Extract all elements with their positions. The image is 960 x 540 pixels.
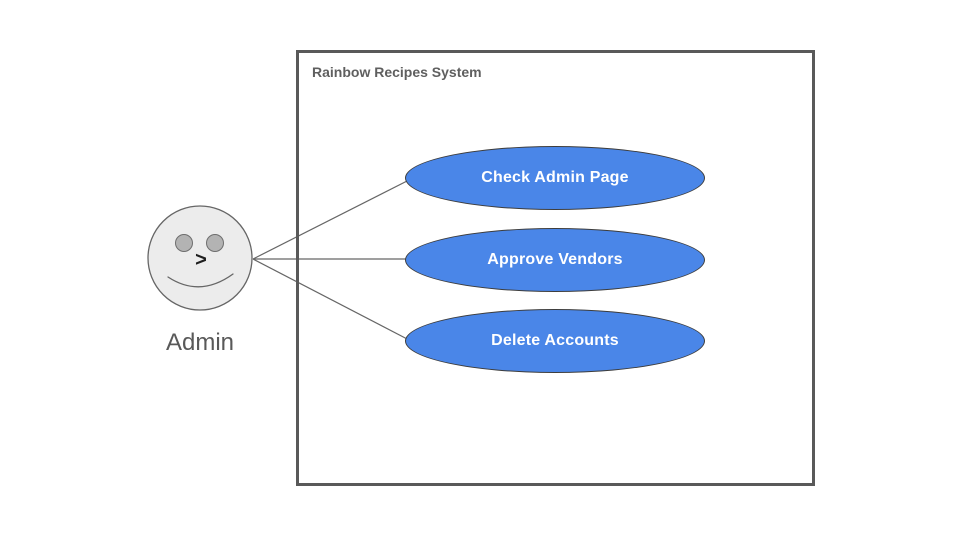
use-case-delete-accounts: Delete Accounts	[405, 309, 705, 373]
actor-nose-glyph: >	[195, 249, 207, 271]
actor-admin-figure: >	[147, 205, 253, 311]
actor-face-circle	[147, 205, 253, 311]
connector-admin-check-admin-page	[252, 178, 412, 260]
connector-admin-delete-accounts	[252, 258, 412, 342]
use-case-label: Approve Vendors	[487, 251, 623, 268]
use-case-check-admin-page: Check Admin Page	[405, 146, 705, 210]
actor-smile-curve	[167, 273, 234, 288]
use-case-label: Check Admin Page	[481, 169, 629, 186]
connector-lines	[252, 178, 412, 342]
actor-left-eye	[175, 234, 193, 252]
use-case-label: Delete Accounts	[491, 332, 619, 349]
actor-label: Admin	[165, 329, 235, 356]
actor-right-eye	[206, 234, 224, 252]
use-case-approve-vendors: Approve Vendors	[405, 228, 705, 292]
system-boundary-box: Rainbow Recipes System	[296, 50, 815, 486]
system-boundary-title: Rainbow Recipes System	[312, 64, 482, 80]
